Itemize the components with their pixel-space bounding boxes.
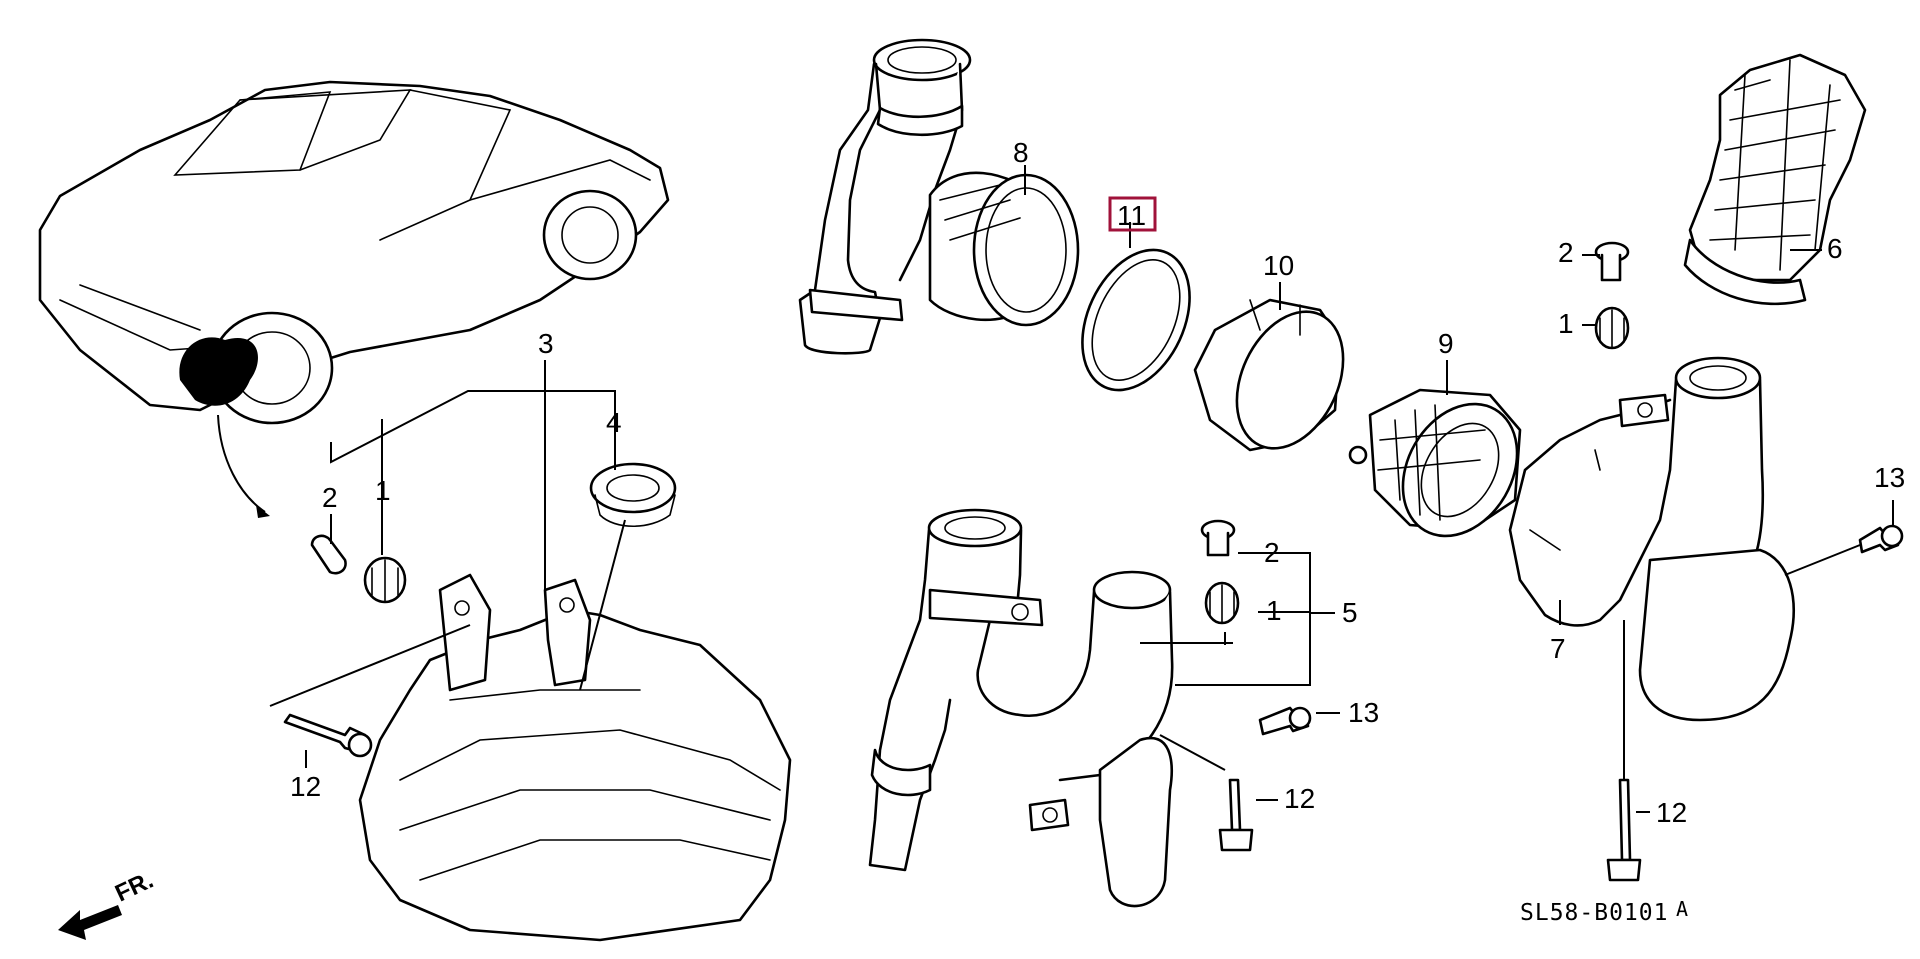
callout-7[interactable]: 7 <box>1550 633 1566 664</box>
callout-8[interactable]: 8 <box>1013 137 1029 168</box>
callout-5[interactable]: 5 <box>1342 597 1358 628</box>
bolt-right-12 <box>1606 620 1650 882</box>
collar-grommet-center <box>1200 519 1240 625</box>
bolt-left <box>283 713 373 758</box>
callout-13-center[interactable]: 13 <box>1348 697 1379 728</box>
resonator-chamber <box>358 462 792 942</box>
direction-label: FR. <box>111 867 157 908</box>
intake-duct <box>798 38 1080 355</box>
collar-grommet-right <box>1582 241 1630 350</box>
car-illustration <box>38 80 670 518</box>
callout-12-center[interactable]: 12 <box>1284 783 1315 814</box>
resonator-right <box>1508 356 1861 722</box>
diagram-code-suffix: A <box>1676 897 1689 921</box>
callout-12-right[interactable]: 12 <box>1656 797 1687 828</box>
filter-cage <box>1348 360 1522 538</box>
grommet-left <box>310 534 407 604</box>
leader-lines-left <box>269 360 626 768</box>
callout-2-center[interactable]: 2 <box>1264 537 1280 568</box>
intake-boot <box>1683 53 1867 306</box>
callout-11[interactable]: 11 <box>1117 200 1146 231</box>
leader-lines-center <box>1140 552 1340 801</box>
callout-13-right[interactable]: 13 <box>1874 462 1905 493</box>
callout-12-left[interactable]: 12 <box>290 771 321 802</box>
callout-10[interactable]: 10 <box>1263 250 1294 281</box>
callout-2-right[interactable]: 2 <box>1558 237 1574 268</box>
callout-1-right[interactable]: 1 <box>1558 308 1574 339</box>
callout-6[interactable]: 6 <box>1827 233 1843 264</box>
foam-filter <box>1193 282 1345 452</box>
callout-11-highlight <box>1108 196 1157 232</box>
bolts-center <box>1218 706 1312 852</box>
callout-4[interactable]: 4 <box>606 407 622 438</box>
diagram-code: SL58-B0101 <box>1520 900 1668 926</box>
callout-3[interactable]: 3 <box>538 328 554 359</box>
seal-ring <box>1081 222 1191 392</box>
callout-9[interactable]: 9 <box>1438 328 1454 359</box>
front-direction-indicator: FR. <box>58 867 158 940</box>
callout-1-left[interactable]: 1 <box>375 475 391 506</box>
callout-2-left[interactable]: 2 <box>322 482 338 513</box>
callout-1-center[interactable]: 1 <box>1266 595 1282 626</box>
resonator-center <box>868 508 1174 908</box>
bolt-right-13 <box>1858 500 1904 554</box>
